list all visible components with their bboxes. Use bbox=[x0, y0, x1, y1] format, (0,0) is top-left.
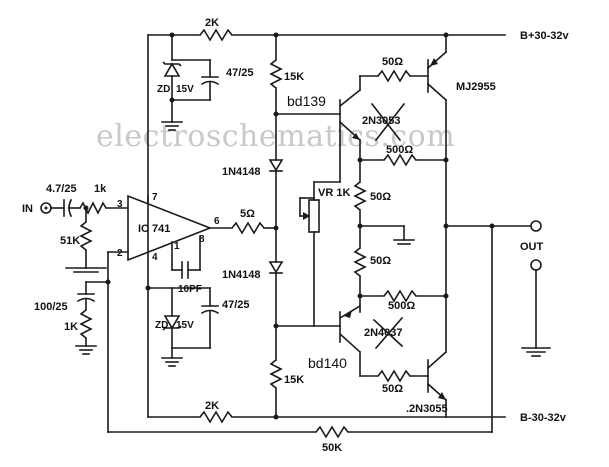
pin-6: 6 bbox=[214, 216, 220, 227]
output-label: OUT bbox=[520, 241, 544, 253]
cap-fb-label: 100/25 bbox=[34, 301, 68, 313]
top-power-transistor: 50Ω MJ2955 bbox=[359, 34, 496, 227]
pot-label: VR 1K bbox=[318, 187, 350, 199]
strike-bot bbox=[372, 316, 404, 350]
feedback-50k: 50K bbox=[107, 225, 493, 454]
bottom-zener-network: ZD 15V 47/25 bbox=[147, 287, 250, 367]
pin-7: 7 bbox=[152, 192, 158, 203]
top-driver-transistor: 2N3053 bd139 bbox=[275, 75, 406, 142]
r-15k-bot-label: 15K bbox=[284, 374, 304, 386]
junction-dots bbox=[83, 32, 495, 420]
top-emitter-network: 500Ω 50Ω 50Ω bbox=[353, 139, 447, 297]
pin-4: 4 bbox=[152, 252, 158, 263]
r-1k-gnd-label: 1K bbox=[64, 321, 78, 333]
bottom-driver-transistor: 2N4037 bd140 bbox=[275, 304, 404, 377]
zener-bot-label: ZD bbox=[155, 320, 168, 331]
ic-label: IC 741 bbox=[138, 223, 170, 235]
strike-top bbox=[370, 102, 406, 142]
r-15k-top-label: 15K bbox=[284, 71, 304, 83]
positive-rail: B+30-32v bbox=[147, 28, 570, 42]
zener-top-label: ZD bbox=[157, 84, 170, 95]
r-bot-2k-label: 2K bbox=[205, 400, 219, 412]
q-bot-note: bd140 bbox=[308, 355, 347, 371]
negative-rail-label: B-30-32v bbox=[520, 412, 567, 424]
q-top-note: bd139 bbox=[287, 93, 326, 109]
negative-rail: B-30-32v bbox=[147, 410, 567, 424]
opamp-output: 5Ω bbox=[209, 208, 277, 235]
diode-1-label: 1N4148 bbox=[222, 166, 261, 178]
positive-rail-label: B+30-32v bbox=[520, 30, 570, 42]
bias-pot: VR 1K bbox=[299, 129, 350, 327]
pin-8: 8 bbox=[199, 234, 205, 245]
zener-bot-voltage: 15V bbox=[176, 320, 194, 331]
r-50k-label: 50K bbox=[322, 442, 342, 454]
r-50-top-base-label: 50Ω bbox=[382, 56, 403, 68]
top-zener-network: ZD 15V 47/25 bbox=[157, 34, 254, 131]
ic741: IC 741 7 3 2 4 6 1 8 10PF bbox=[117, 192, 220, 295]
r-50-mid-bot-label: 50Ω bbox=[370, 255, 391, 267]
bias-chain: 15K 1N4148 1N4148 15K bbox=[222, 34, 304, 418]
cap-top-label: 47/25 bbox=[226, 67, 254, 79]
output-terminal bbox=[530, 220, 542, 232]
r-500-top-label: 500Ω bbox=[386, 144, 413, 156]
cap-comp-label: 10PF bbox=[178, 284, 202, 295]
bottom-emitter-network: 500Ω bbox=[359, 289, 447, 313]
q-bot-power-label: .2N3055 bbox=[406, 403, 448, 415]
q-bot-driver-label: 2N4037 bbox=[364, 327, 403, 339]
diode-2-label: 1N4148 bbox=[222, 269, 261, 281]
r-51k-label: 51K bbox=[60, 235, 80, 247]
q-top-driver-label: 2N3053 bbox=[362, 115, 401, 127]
r-50-bot-base-label: 50Ω bbox=[382, 383, 403, 395]
r-top-2k-label: 2K bbox=[205, 17, 219, 29]
q-top-power-label: MJ2955 bbox=[456, 81, 496, 93]
r-50-mid-top-label: 50Ω bbox=[370, 191, 391, 203]
r-500-bot-label: 500Ω bbox=[388, 300, 415, 312]
pin-2: 2 bbox=[117, 248, 123, 259]
zener-top-voltage: 15V bbox=[176, 84, 194, 95]
input-label: IN bbox=[22, 203, 33, 215]
output-node: OUT bbox=[445, 220, 551, 357]
input-section: IN 4.7/25 1k 51K 100/25 1K bbox=[22, 183, 129, 433]
r-in-label: 1k bbox=[94, 183, 107, 195]
cap-in-label: 4.7/25 bbox=[46, 183, 77, 195]
pin-3: 3 bbox=[117, 199, 123, 210]
bottom-power-transistor: 50Ω .2N3055 bbox=[359, 225, 448, 418]
ground-terminal bbox=[530, 259, 542, 271]
pin-1: 1 bbox=[174, 241, 180, 252]
r-5ohm-label: 5Ω bbox=[240, 208, 255, 220]
cap-bot-label: 47/25 bbox=[222, 299, 250, 311]
